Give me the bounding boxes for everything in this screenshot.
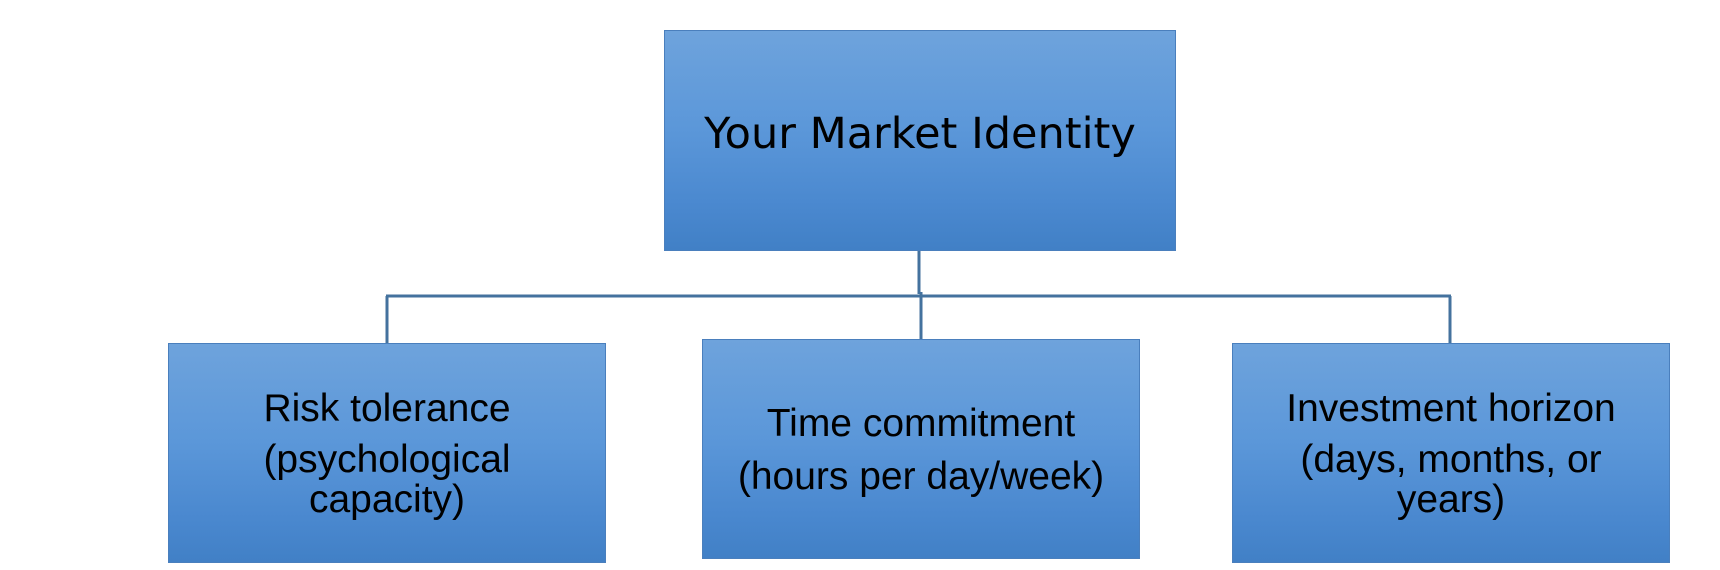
investment-horizon-node: Investment horizon (days, months, or yea… bbox=[1232, 343, 1670, 563]
time-commitment-title: Time commitment bbox=[766, 402, 1076, 445]
market-identity-label: Your Market Identity bbox=[704, 108, 1136, 159]
risk-tolerance-detail: (psychological capacity) bbox=[263, 438, 511, 521]
time-commitment-detail: (hours per day/week) bbox=[737, 455, 1105, 498]
market-identity-node: Your Market Identity bbox=[664, 30, 1176, 251]
risk-tolerance-title: Risk tolerance bbox=[263, 387, 511, 430]
time-commitment-node: Time commitment (hours per day/week) bbox=[702, 339, 1140, 559]
investment-horizon-detail: (days, months, or years) bbox=[1300, 438, 1602, 521]
investment-horizon-title: Investment horizon bbox=[1286, 387, 1616, 430]
risk-tolerance-node: Risk tolerance (psychological capacity) bbox=[168, 343, 606, 563]
